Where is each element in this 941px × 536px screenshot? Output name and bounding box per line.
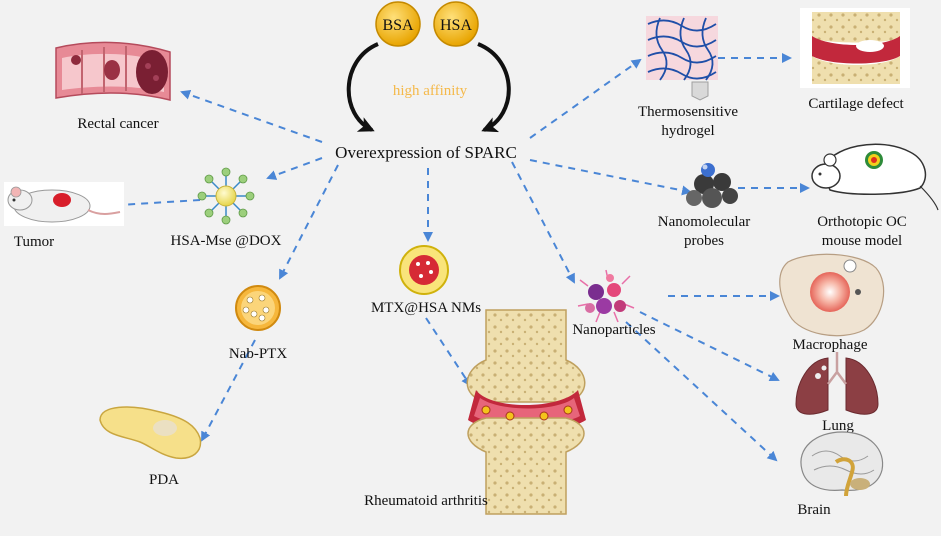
hsa-mse-dox-icon bbox=[197, 167, 255, 225]
nanoparticles-icon bbox=[577, 269, 635, 323]
nab-ptx-icon bbox=[235, 285, 281, 331]
joint-illustration bbox=[466, 309, 586, 515]
cartilage-label: Cartilage defect bbox=[808, 96, 904, 112]
rectal-cancer-label: Rectal cancer bbox=[77, 116, 158, 132]
nab-ptx-label: Nab-PTX bbox=[229, 346, 287, 362]
ortho-label-line2: mouse model bbox=[822, 233, 902, 249]
macrophage-illustration bbox=[779, 253, 885, 337]
bsa-sphere bbox=[375, 1, 421, 47]
center-label: Overexpression of SPARC bbox=[335, 143, 517, 162]
pancreas-illustration bbox=[99, 406, 202, 460]
lung-label: Lung bbox=[822, 418, 854, 434]
brain-label: Brain bbox=[797, 502, 831, 518]
arrow-to-hydrogel bbox=[529, 58, 642, 139]
rheumatoid-label: Rheumatoid arthritis bbox=[364, 493, 488, 509]
tumor-mouse-illustration bbox=[4, 182, 124, 226]
nanomolecular-label-line1: Nanomolecular bbox=[658, 214, 750, 230]
arrow-to-pda bbox=[201, 339, 256, 442]
tumor-label: Tumor bbox=[14, 234, 54, 250]
arrow-to-hsa-mse bbox=[266, 157, 323, 180]
nanomolecular-icon bbox=[686, 163, 738, 208]
high-affinity-label: high affinity bbox=[393, 83, 468, 99]
affinity-group: BSA HSA high affinity bbox=[346, 1, 511, 133]
arrow-to-rectal-cancer bbox=[180, 89, 323, 143]
nanoparticles-label: Nanoparticles bbox=[572, 322, 655, 338]
macrophage-label: Macrophage bbox=[793, 337, 868, 353]
pda-label: PDA bbox=[149, 472, 179, 488]
hydrogel-label-line2: hydrogel bbox=[661, 123, 714, 139]
bsa-label: BSA bbox=[382, 17, 414, 34]
right-affinity-arrow bbox=[477, 42, 511, 133]
left-affinity-arrow bbox=[346, 42, 379, 132]
arrow-to-nanoparticles bbox=[511, 161, 575, 284]
mtx-hsa-icon bbox=[399, 245, 449, 295]
arrow-to-nab-ptx bbox=[279, 164, 339, 280]
hsa-label: HSA bbox=[440, 17, 472, 34]
hsa-sphere bbox=[433, 1, 479, 47]
mtx-hsa-label: MTX@HSA NMs bbox=[371, 300, 481, 316]
brain-illustration bbox=[800, 431, 884, 497]
arrow-to-rheumatoid bbox=[425, 317, 472, 387]
arrow-to-nanomolecular bbox=[529, 159, 692, 196]
arrow-to-brain bbox=[625, 321, 778, 462]
hsa-mse-dox-label: HSA-Mse @DOX bbox=[171, 233, 282, 249]
hydrogel-illustration bbox=[646, 16, 718, 101]
cartilage-illustration bbox=[800, 8, 910, 88]
arrow-to-lung bbox=[639, 311, 780, 381]
ortho-label-line1: Orthotopic OC bbox=[817, 214, 907, 230]
lung-illustration bbox=[795, 352, 879, 415]
rectal-cancer-illustration bbox=[55, 41, 171, 101]
nanomolecular-label-line2: probes bbox=[684, 233, 724, 249]
ortho-mouse-illustration bbox=[811, 143, 939, 211]
hydrogel-label-line1: Thermosensitive bbox=[638, 104, 738, 120]
connector-arrows bbox=[102, 53, 810, 462]
